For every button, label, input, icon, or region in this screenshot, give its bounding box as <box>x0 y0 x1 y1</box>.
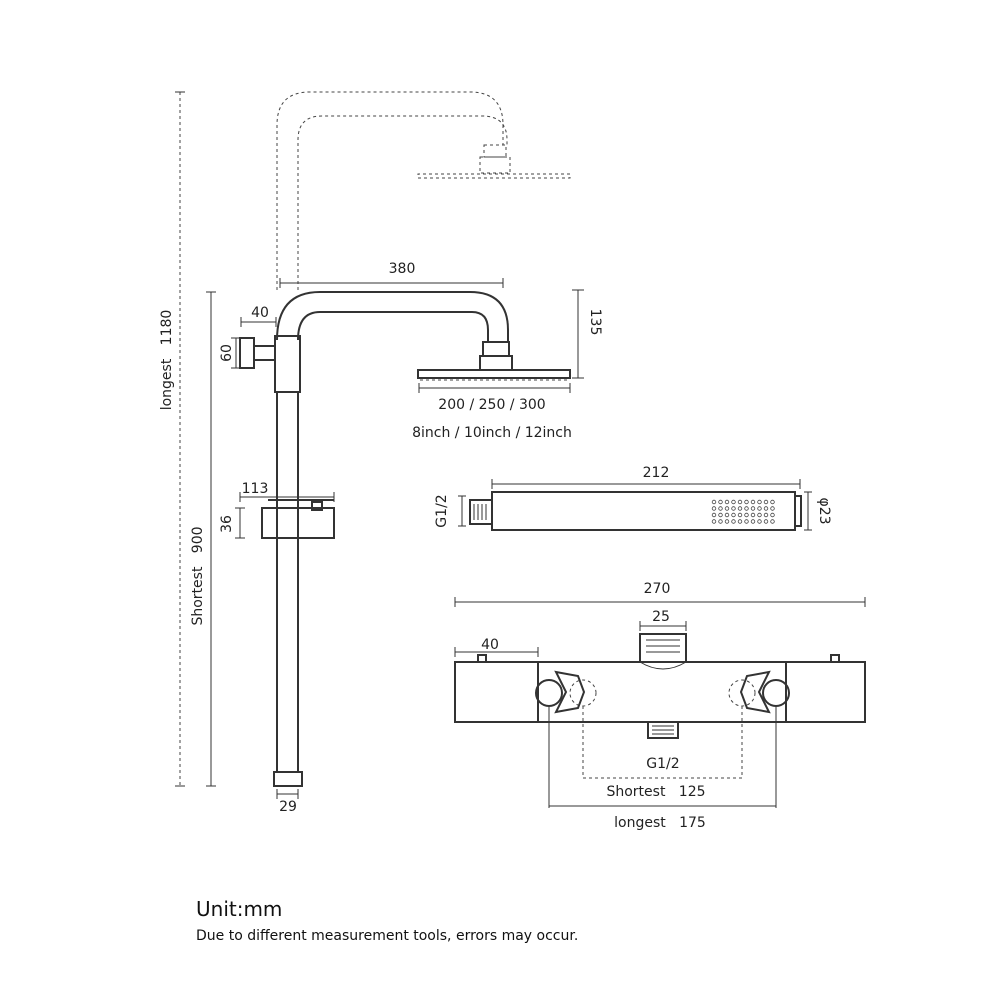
hand-shower-spray-holes <box>711 499 775 524</box>
arm-length-label: 380 <box>389 261 416 277</box>
spray-hole <box>737 512 743 518</box>
handshower-thread-label: G1/2 <box>434 494 450 527</box>
thermostatic-valve <box>454 597 866 808</box>
spray-hole <box>744 506 749 511</box>
riser-dimension-lines <box>175 91 584 799</box>
spray-hole <box>757 519 762 524</box>
spray-hole <box>757 506 762 511</box>
spray-hole <box>757 499 762 505</box>
spray-hole <box>711 506 717 511</box>
spray-hole <box>724 519 730 524</box>
spray-hole <box>731 519 736 524</box>
spray-hole <box>763 506 769 511</box>
spray-hole <box>724 506 730 511</box>
shortest-height-label: Shortest 900 <box>190 526 206 625</box>
spray-hole <box>737 506 743 511</box>
spray-hole <box>731 512 736 518</box>
spray-hole <box>718 519 723 524</box>
spray-hole <box>731 499 736 505</box>
handshower-diameter-label: φ23 <box>816 497 832 524</box>
spray-hole <box>711 499 717 505</box>
spray-hole <box>750 519 756 524</box>
spray-hole <box>750 512 756 518</box>
spray-hole <box>770 506 775 511</box>
spray-hole <box>770 519 775 524</box>
spray-hole <box>763 519 769 524</box>
holder-width-label: 113 <box>242 481 269 497</box>
holder-height-label: 36 <box>219 515 235 533</box>
head-sizes-inch-label: 8inch / 10inch / 12inch <box>412 425 572 441</box>
arm-drop-label: 135 <box>587 309 603 336</box>
spray-hole <box>718 506 723 511</box>
head-sizes-mm-label: 200 / 250 / 300 <box>438 397 545 413</box>
spray-hole <box>718 499 723 505</box>
spray-hole <box>711 512 717 518</box>
spray-hole <box>763 512 769 518</box>
spray-hole <box>757 512 762 518</box>
extended-shower-outline <box>276 91 571 290</box>
hand-shower <box>458 479 812 531</box>
valve-inlet-thread-label: G1/2 <box>646 756 679 772</box>
valve-longest-label: longest 175 <box>614 815 706 831</box>
shower-riser <box>239 291 571 787</box>
longest-height-label: longest 1180 <box>159 310 175 411</box>
spray-hole <box>744 499 749 505</box>
spray-hole <box>711 519 717 524</box>
spray-hole <box>737 519 743 524</box>
measurement-note: Due to different measurement tools, erro… <box>196 928 579 944</box>
spray-hole <box>731 506 736 511</box>
spray-hole <box>744 519 749 524</box>
valve-top-outlet-label: 25 <box>652 609 670 625</box>
valve-end-cap-label: 40 <box>481 637 499 653</box>
spray-hole <box>718 512 723 518</box>
spray-hole <box>763 499 769 505</box>
unit-label: Unit:mm <box>196 897 283 921</box>
spray-hole <box>737 499 743 505</box>
spray-hole <box>724 499 730 505</box>
spray-hole <box>770 512 775 518</box>
handshower-length-label: 212 <box>643 465 670 481</box>
valve-length-label: 270 <box>644 581 671 597</box>
valve-shortest-label: Shortest 125 <box>606 784 705 800</box>
spray-hole <box>724 512 730 518</box>
wall-bracket-height-label: 60 <box>219 344 235 362</box>
spray-hole <box>770 499 775 505</box>
spray-hole <box>750 499 756 505</box>
rail-diameter-label: 29 <box>279 799 297 815</box>
wall-bracket-offset-label: 40 <box>251 305 269 321</box>
spray-hole <box>750 506 756 511</box>
spray-hole <box>744 512 749 518</box>
